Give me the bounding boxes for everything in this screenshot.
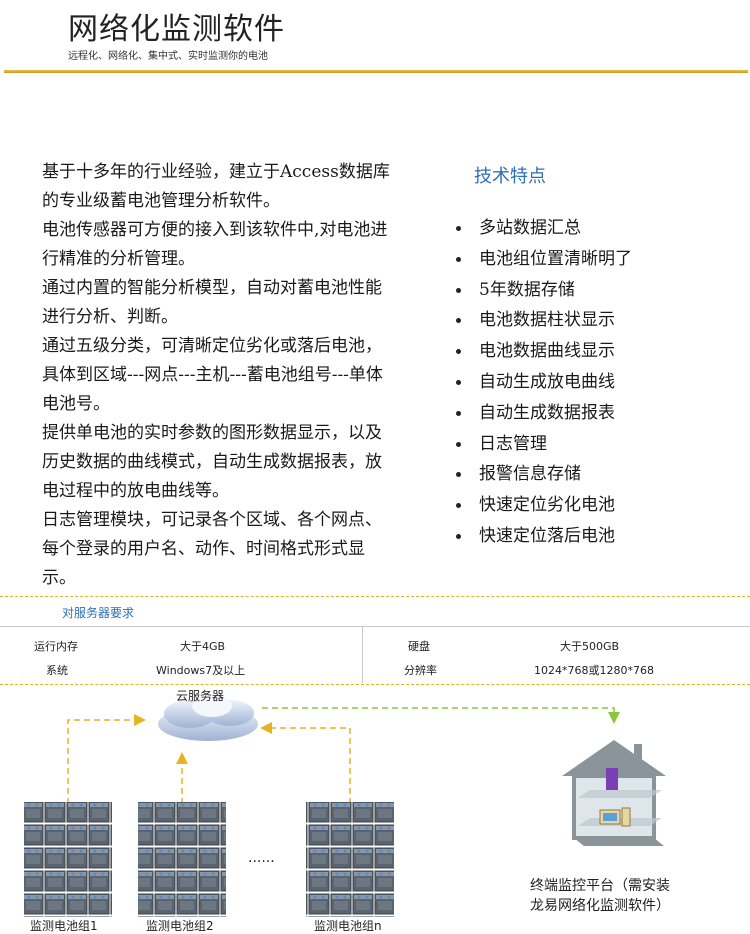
page-subtitle: 远程化、网络化、集中式、实时监测你的电池 [68, 51, 268, 62]
feature-item: 快速定位落后电池 [454, 521, 632, 552]
battery-group-n-icon [306, 802, 394, 917]
ellipsis-label: ...... [248, 850, 275, 866]
intro-paragraph: 通过五级分类，可清晰定位劣化或落后电池，具体到区域---网点---主机---蓄电… [42, 336, 383, 414]
header-divider [4, 70, 748, 73]
feature-item: 自动生成数据报表 [454, 398, 632, 429]
server-value-disk: 大于500GB [560, 640, 620, 653]
intro-paragraph: 基于十多年的行业经验，建立于Access数据库的专业级蓄电池管理分析软件。 [42, 162, 390, 211]
page-title: 网络化监测软件 [68, 12, 285, 47]
terminal-house-icon [562, 740, 666, 846]
cloud-server-icon [158, 695, 258, 741]
intro-paragraph: 提供单电池的实时参数的图形数据显示，以及历史数据的曲线模式，自动生成数据报表，放… [42, 423, 382, 501]
intro-paragraph: 通过内置的智能分析模型，自动对蓄电池性能进行分析、判断。 [42, 278, 382, 327]
arrow-groupn-to-cloud [260, 722, 351, 804]
connection-arrows [67, 714, 351, 804]
server-value-os: Windows7及以上 [156, 664, 246, 677]
intro-text: 基于十多年的行业经验，建立于Access数据库的专业级蓄电池管理分析软件。 电池… [42, 158, 392, 593]
table-column-separator [362, 626, 363, 683]
feature-item: 5年数据存储 [454, 275, 632, 306]
server-key-disk: 硬盘 [408, 640, 430, 653]
features-title: 技术特点 [474, 166, 546, 187]
battery-group-2-icon [138, 802, 226, 917]
arrow-group1-to-cloud [67, 714, 146, 804]
divider-dashed [0, 684, 750, 685]
server-key-memory: 运行内存 [34, 640, 78, 653]
feature-item: 日志管理 [454, 429, 632, 460]
terminal-label-line1: 终端监控平台（需安装 [530, 878, 670, 894]
network-diagram: 云服务器 ...... 监测电池组1 监测电池组2 监测电池组n 终端监控平台（… [24, 688, 670, 933]
feature-item: 快速定位劣化电池 [454, 490, 632, 521]
feature-item: 报警信息存储 [454, 459, 632, 490]
cloud-server-label: 云服务器 [176, 688, 224, 703]
terminal-label-line2: 龙易网络化监测软件） [530, 898, 670, 914]
battery-group-label-2: 监测电池组2 [146, 919, 214, 933]
intro-paragraph: 电池传感器可方便的接入到该软件中,对电池进行精准的分析管理。 [42, 220, 388, 269]
server-value-memory: 大于4GB [180, 640, 226, 653]
divider-dashed [0, 596, 750, 597]
server-requirements-title: 对服务器要求 [62, 606, 135, 620]
server-value-resolution: 1024*768或1280*768 [534, 664, 654, 677]
battery-group-label-1: 监测电池组1 [30, 919, 98, 933]
feature-item: 电池数据曲线显示 [454, 336, 632, 367]
feature-item: 电池数据柱状显示 [454, 305, 632, 336]
server-key-resolution: 分辨率 [404, 664, 437, 677]
table-rule [0, 626, 750, 627]
features-list: 多站数据汇总 电池组位置清晰明了 5年数据存储 电池数据柱状显示 电池数据曲线显… [454, 213, 632, 552]
arrow-cloud-to-terminal [262, 707, 620, 724]
intro-paragraph: 日志管理模块，可记录各个区域、各个网点、每个登录的用户名、动作、时间格式形式显示… [42, 510, 382, 588]
feature-item: 自动生成放电曲线 [454, 367, 632, 398]
server-key-os: 系统 [46, 664, 68, 677]
feature-item: 多站数据汇总 [454, 213, 632, 244]
feature-item: 电池组位置清晰明了 [454, 244, 632, 275]
battery-group-label-n: 监测电池组n [314, 919, 382, 933]
battery-group-1-icon [24, 802, 112, 917]
